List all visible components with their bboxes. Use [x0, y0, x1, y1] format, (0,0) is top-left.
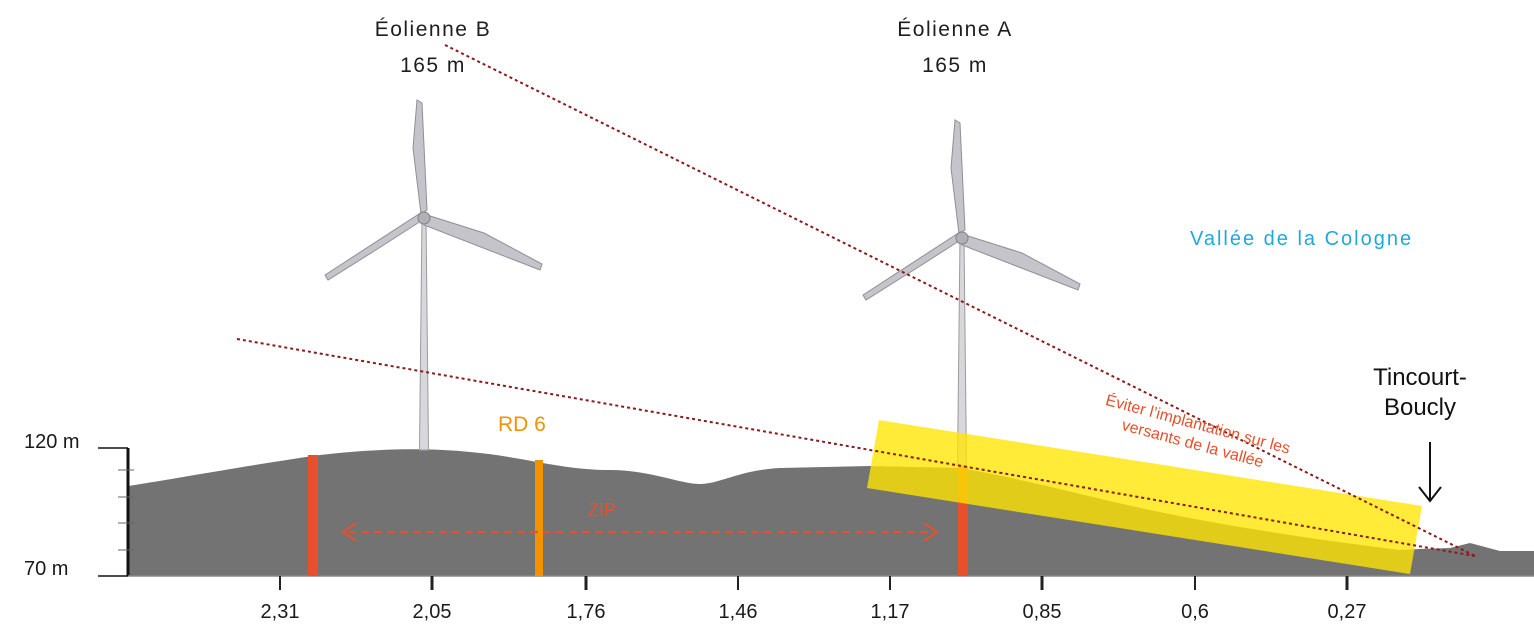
altitude-label-bottom: 70 m: [24, 558, 69, 580]
turbine-b-height: 165 m: [400, 54, 466, 77]
turbine-a-height: 165 m: [922, 54, 988, 77]
road-label: RD 6: [498, 413, 546, 436]
valley-label: Vallée de la Cologne: [1190, 228, 1414, 250]
distance-tick-label: 0,6: [1181, 601, 1209, 623]
village-name-line2: Boucly: [1383, 394, 1457, 421]
altitude-label-top: 120 m: [24, 431, 80, 453]
valley-slope-highlight: [867, 420, 1422, 574]
wind-turbine-icon: [324, 99, 543, 451]
distance-tick-label: 1,46: [718, 601, 758, 623]
zip-label: ZIP: [588, 500, 617, 520]
wind-turbine-icon: [862, 119, 1081, 467]
down-arrow-icon: [1418, 442, 1442, 503]
distance-tick-label: 0,27: [1327, 601, 1367, 623]
village-label: Tincourt- Boucly: [1350, 363, 1490, 423]
distance-tick-label: 1,76: [566, 601, 606, 623]
turbine-a-label: Éolienne A 165 m: [880, 12, 1030, 84]
distance-tick-label: 1,17: [870, 601, 910, 623]
terrain-profile: [128, 449, 1534, 576]
distance-tick-label: 2,05: [412, 601, 452, 623]
village-name-line1: Tincourt-: [1373, 364, 1467, 391]
turbine-a-name: Éolienne A: [897, 18, 1013, 41]
distance-tick-label: 2,31: [260, 601, 300, 623]
turbine-b-name: Éolienne B: [374, 18, 492, 41]
zip-extent-arrow: [341, 522, 939, 542]
turbine-b-label: Éolienne B 165 m: [358, 12, 508, 84]
distance-tick-label: 0,85: [1022, 601, 1062, 623]
